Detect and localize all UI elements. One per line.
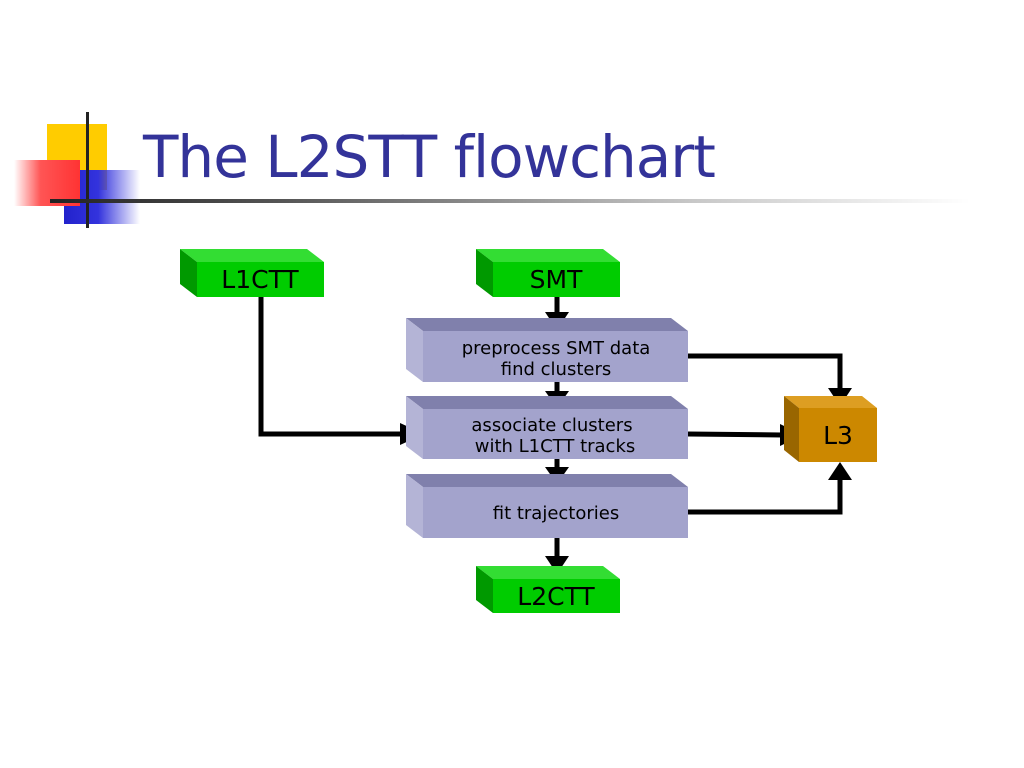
- node-smt-label: SMT: [530, 265, 583, 294]
- node-fit-label: fit trajectories: [493, 503, 620, 524]
- node-l2ctt-label: L2CTT: [517, 582, 595, 611]
- edge-fit-to-l3: [688, 478, 843, 515]
- node-preprocess-line2: find clusters: [501, 359, 612, 380]
- arrowhead-fit-l2ctt: [545, 556, 569, 574]
- node-l2ctt: L2CTT: [476, 566, 620, 613]
- node-l1ctt: L1CTT: [180, 249, 324, 297]
- node-smt: SMT: [476, 249, 620, 297]
- node-associate-line2: with L1CTT tracks: [475, 436, 636, 457]
- arrowhead-fit-l3: [828, 462, 852, 480]
- edge-l1ctt-to-associate: [258, 297, 402, 437]
- title-underline: [50, 199, 970, 203]
- node-preprocess: preprocess SMT data find clusters: [406, 318, 688, 382]
- node-l3: L3: [784, 396, 877, 462]
- edge-associate-to-l3: [687, 431, 783, 438]
- node-associate-line1: associate clusters: [471, 415, 632, 436]
- connectors: [258, 297, 843, 558]
- node-preprocess-line1: preprocess SMT data: [462, 338, 651, 359]
- slide-title: The L2STT flowchart: [143, 123, 716, 191]
- edge-preprocess-to-l3: [688, 353, 843, 390]
- node-associate: associate clusters with L1CTT tracks: [406, 396, 688, 459]
- node-l3-label: L3: [823, 421, 853, 450]
- node-fit: fit trajectories: [406, 474, 688, 538]
- node-l1ctt-label: L1CTT: [221, 265, 299, 294]
- decor-vertical-line: [86, 112, 89, 228]
- decor-red-square: [14, 160, 80, 206]
